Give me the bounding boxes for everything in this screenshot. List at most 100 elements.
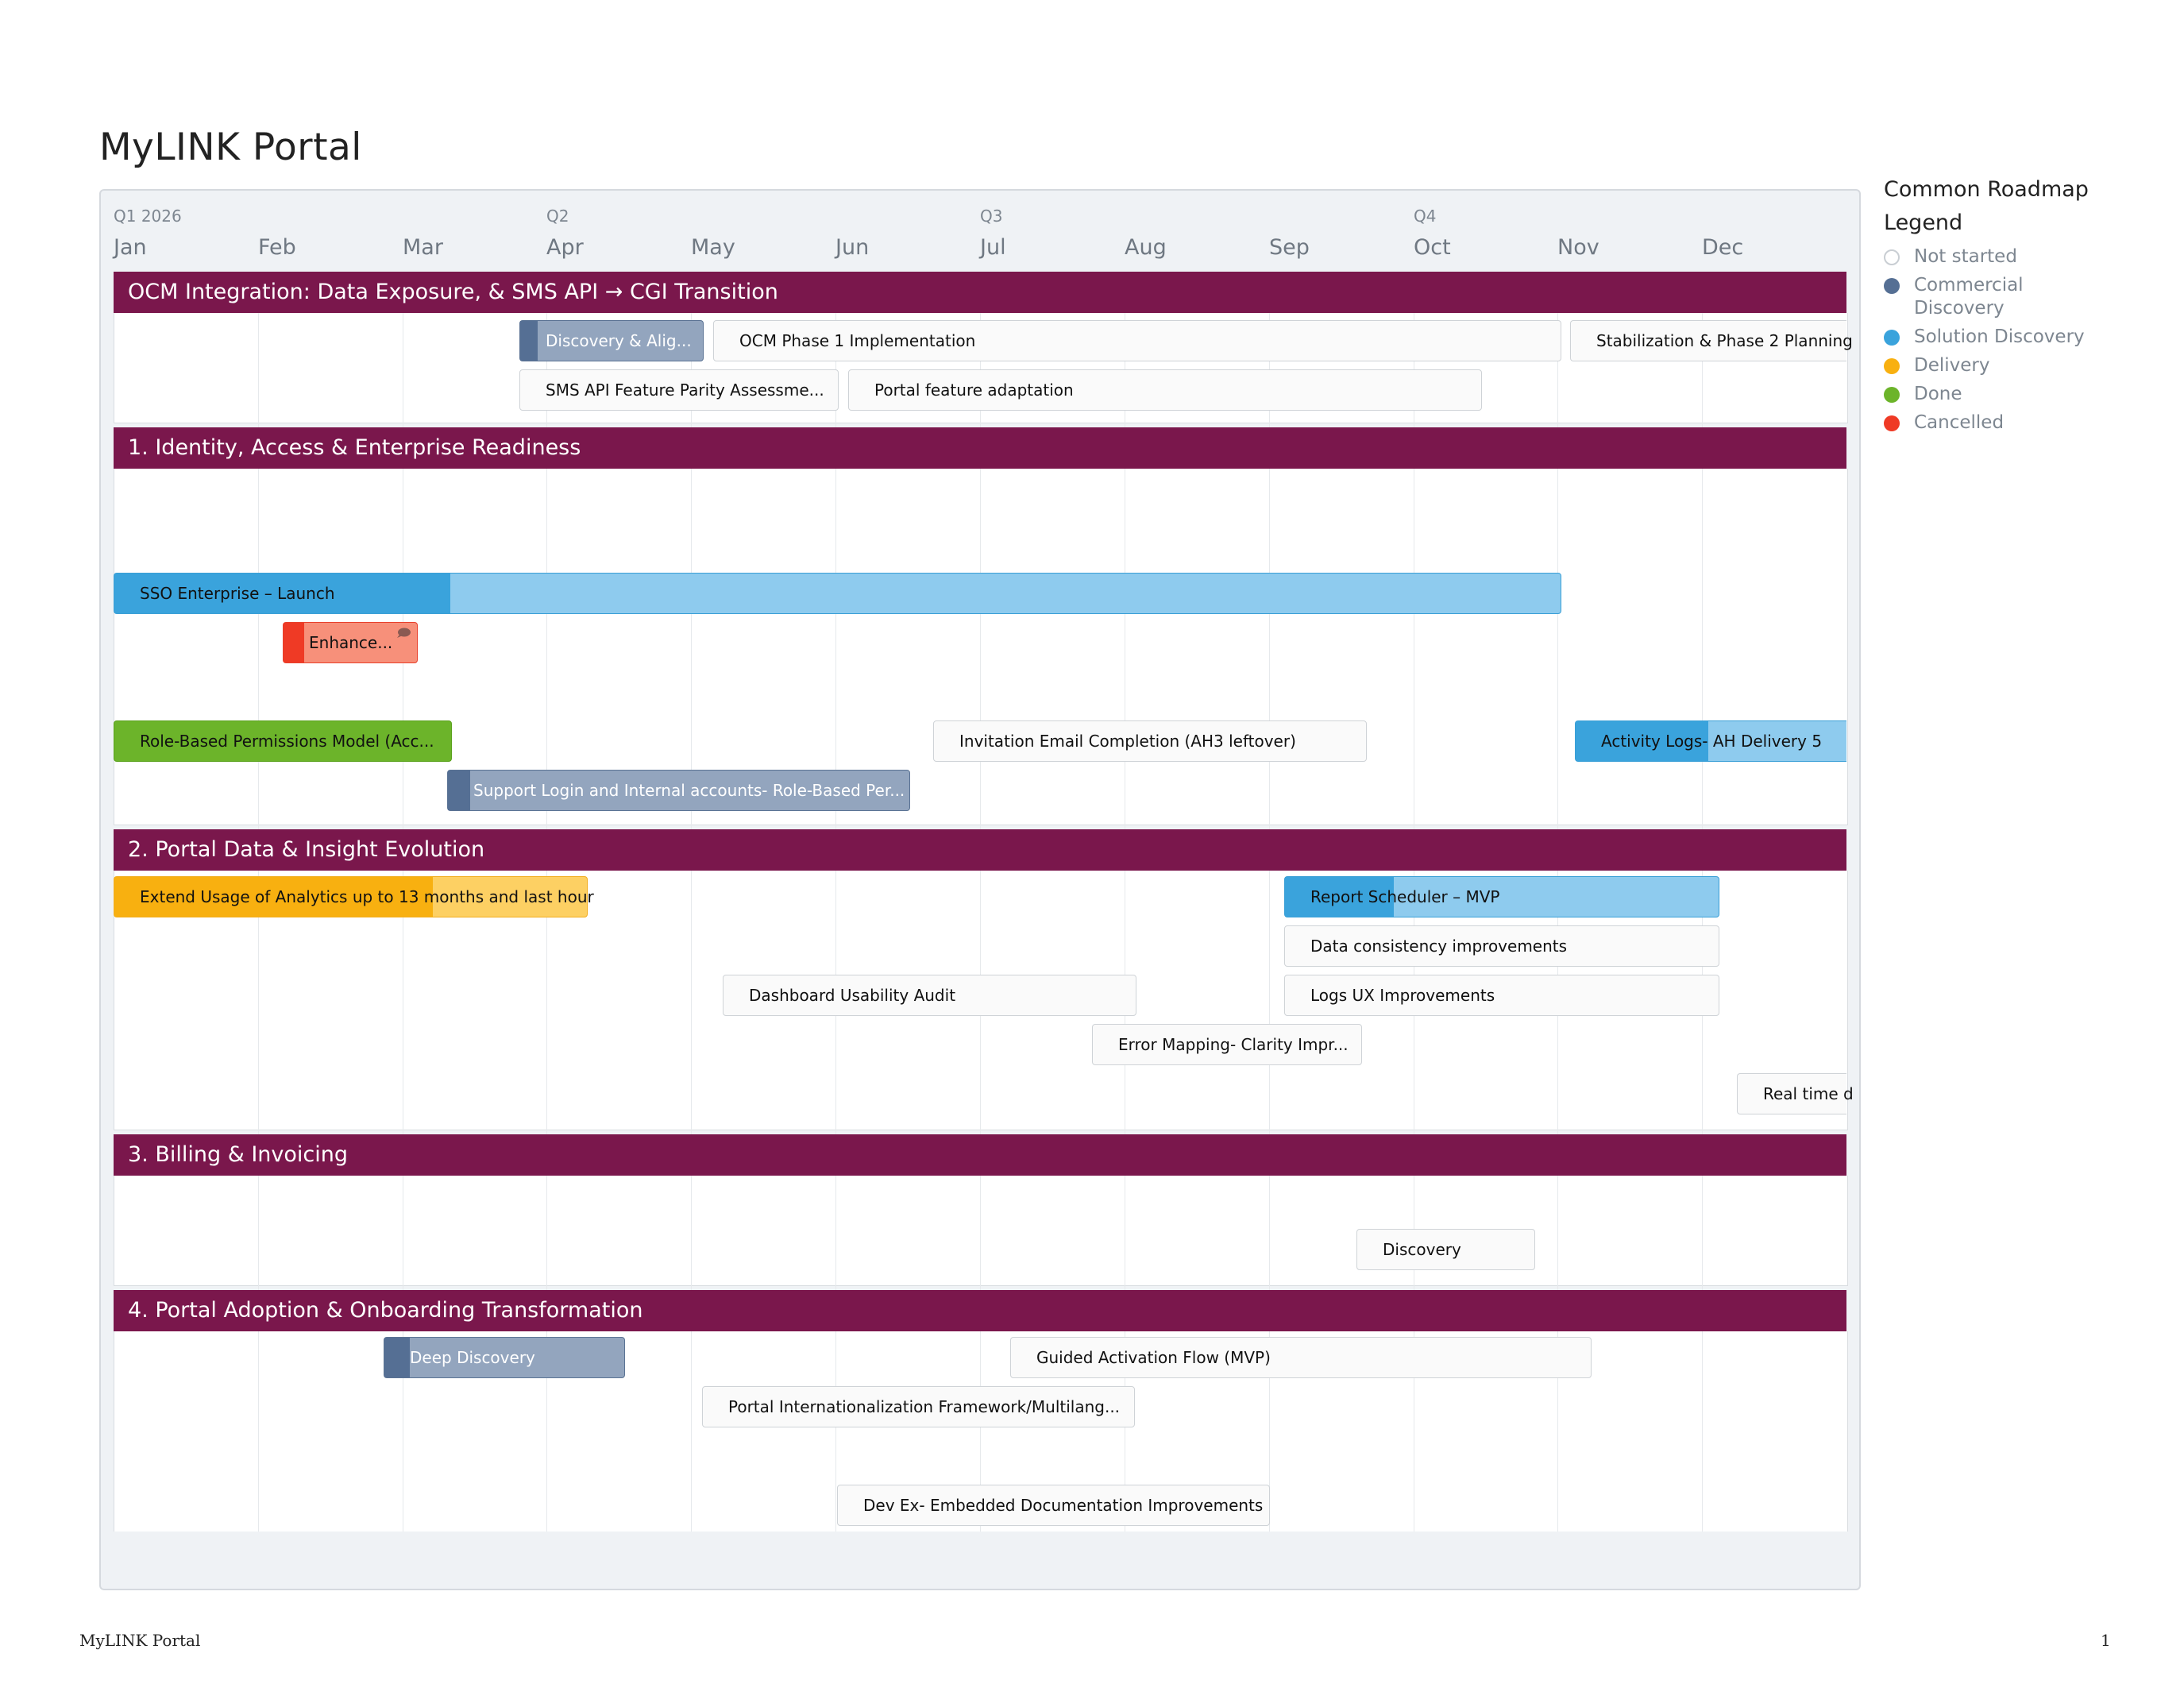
item-label: Role-Based Permissions Model (Acc... — [140, 732, 434, 751]
lane-body-billing — [114, 1176, 1848, 1286]
item-label: Deep Discovery — [410, 1348, 535, 1367]
item-label: Extend Usage of Analytics up to 13 month… — [140, 887, 594, 906]
status-fill — [114, 877, 433, 917]
gridline-feb — [258, 313, 259, 1532]
legend-title: Common Roadmap Legend — [1884, 177, 2089, 235]
item-label: Discovery — [1383, 1240, 1461, 1259]
status-fill — [448, 771, 470, 810]
roadmap-item-discovery-alignment[interactable]: Discovery & Alig... — [519, 320, 704, 361]
legend-label: Delivery — [1914, 355, 1990, 376]
quarter-label-q2: Q2 — [546, 207, 569, 226]
roadmap-item-activity-logs[interactable]: Activity Logs- AH Delivery 5 — [1575, 720, 1846, 762]
status-fill — [1576, 721, 1708, 761]
legend-item-not-started: Not started — [1884, 245, 2113, 268]
legend-item-delivery: Delivery — [1884, 354, 2113, 377]
gridline-jun — [835, 313, 836, 1532]
item-label: Logs UX Improvements — [1310, 986, 1495, 1005]
roadmap-item-support-login[interactable]: Support Login and Internal accounts- Rol… — [447, 770, 910, 811]
page-title: MyLINK Portal — [99, 126, 362, 169]
legend-label: Solution Discovery — [1914, 326, 2085, 347]
month-label-aug: Aug — [1125, 235, 1167, 260]
status-dot-icon — [1884, 387, 1900, 403]
item-label: Dashboard Usability Audit — [749, 986, 956, 1005]
legend-item-commercial-discovery: Commercial Discovery — [1884, 274, 2113, 320]
roadmap-item-extend-analytics[interactable]: Extend Usage of Analytics up to 13 month… — [114, 876, 594, 917]
gridline-jul — [980, 313, 981, 1532]
quarter-label-q1: Q1 2026 — [114, 207, 182, 226]
roadmap-item-deep-discovery[interactable]: Deep Discovery — [384, 1337, 625, 1378]
roadmap-item-portal-feature-adaptation[interactable]: Portal feature adaptation — [848, 369, 1482, 411]
roadmap-item-portal-i18n[interactable]: Portal Internationalization Framework/Mu… — [702, 1386, 1135, 1427]
item-label: Data consistency improvements — [1310, 937, 1568, 956]
roadmap-item-report-scheduler[interactable]: Report Scheduler – MVP — [1284, 876, 1719, 917]
item-label: Portal Internationalization Framework/Mu… — [728, 1397, 1121, 1416]
page-number: 1 — [2101, 1631, 2111, 1650]
roadmap-item-stabilization[interactable]: Stabilization & Phase 2 Planning — [1570, 320, 1853, 361]
item-label: Invitation Email Completion (AH3 leftove… — [959, 732, 1296, 751]
item-label: Support Login and Internal accounts- Rol… — [473, 781, 905, 800]
gridline-dec — [1702, 313, 1703, 1532]
gridline-apr — [546, 313, 547, 1532]
item-label: Real time d — [1763, 1084, 1854, 1103]
roadmap-item-guided-activation[interactable]: Guided Activation Flow (MVP) — [1010, 1337, 1592, 1378]
gridline-sep — [1269, 313, 1270, 1532]
status-dot-icon — [1884, 330, 1900, 346]
comment-icon[interactable] — [396, 628, 411, 639]
month-label-jan: Jan — [114, 235, 147, 260]
roadmap-item-billing-discovery[interactable]: Discovery — [1356, 1229, 1535, 1270]
item-label: Enhance... — [309, 633, 393, 652]
month-label-mar: Mar — [403, 235, 443, 260]
month-label-jul: Jul — [980, 235, 1006, 260]
roadmap-item-invitation-email[interactable]: Invitation Email Completion (AH3 leftove… — [933, 720, 1367, 762]
item-label: Stabilization & Phase 2 Planning — [1596, 331, 1853, 350]
month-label-sep: Sep — [1269, 235, 1310, 260]
status-fill — [520, 321, 538, 361]
month-label-dec: Dec — [1702, 235, 1744, 260]
item-label: Guided Activation Flow (MVP) — [1036, 1348, 1271, 1367]
gridline-nov — [1557, 313, 1558, 1532]
status-dot-icon — [1884, 415, 1900, 431]
item-label: Dev Ex- Embedded Documentation Improveme… — [863, 1496, 1264, 1515]
item-label: Portal feature adaptation — [874, 380, 1074, 400]
roadmap-item-enhance[interactable]: Enhance... — [283, 622, 418, 663]
roadmap-item-dashboard-usability-audit[interactable]: Dashboard Usability Audit — [723, 975, 1136, 1016]
roadmap-item-sms-api-parity[interactable]: SMS API Feature Parity Assessme... — [519, 369, 839, 411]
legend-label: Done — [1914, 384, 1962, 404]
legend-item-solution-discovery: Solution Discovery — [1884, 326, 2113, 349]
legend-item-done: Done — [1884, 383, 2113, 406]
month-label-jun: Jun — [835, 235, 870, 260]
item-label: Error Mapping- Clarity Impr... — [1118, 1035, 1349, 1054]
status-dot-icon — [1884, 278, 1900, 294]
roadmap-item-dev-ex-docs[interactable]: Dev Ex- Embedded Documentation Improveme… — [837, 1485, 1270, 1526]
item-label: Discovery & Alig... — [546, 331, 692, 350]
footer-title: MyLINK Portal — [79, 1631, 201, 1650]
lane-header-adoption[interactable]: 4. Portal Adoption & Onboarding Transfor… — [114, 1290, 1846, 1331]
roadmap-item-ocm-phase-1[interactable]: OCM Phase 1 Implementation — [713, 320, 1561, 361]
roadmap-item-logs-ux[interactable]: Logs UX Improvements — [1284, 975, 1719, 1016]
lane-header-data-insight[interactable]: 2. Portal Data & Insight Evolution — [114, 829, 1846, 871]
lane-header-ocm[interactable]: OCM Integration: Data Exposure, & SMS AP… — [114, 272, 1846, 313]
status-fill — [284, 623, 304, 662]
roadmap-item-role-based-permissions[interactable]: Role-Based Permissions Model (Acc... — [114, 720, 452, 762]
month-label-apr: Apr — [546, 235, 584, 260]
roadmap-item-data-consistency[interactable]: Data consistency improvements — [1284, 925, 1719, 967]
lane-header-billing[interactable]: 3. Billing & Invoicing — [114, 1134, 1846, 1176]
roadmap-item-sso-enterprise[interactable]: SSO Enterprise – Launch — [114, 573, 1561, 614]
legend-label: Cancelled — [1914, 412, 2005, 433]
lane-header-identity[interactable]: 1. Identity, Access & Enterprise Readine… — [114, 427, 1846, 469]
roadmap-item-error-mapping[interactable]: Error Mapping- Clarity Impr... — [1092, 1024, 1362, 1065]
roadmap-item-real-time-data[interactable]: Real time d — [1737, 1073, 1854, 1114]
legend-label: Commercial Discovery — [1914, 275, 2024, 319]
gridline-may — [691, 313, 692, 1532]
month-label-oct: Oct — [1414, 235, 1451, 260]
item-label: SSO Enterprise – Launch — [140, 584, 335, 603]
item-label: OCM Phase 1 Implementation — [739, 331, 976, 350]
roadmap-board: Q1 2026 Q2 Q3 Q4 Jan Feb Mar Apr May Jun… — [99, 189, 1861, 1590]
legend: Common Roadmap Legend Not started Commer… — [1884, 173, 2114, 435]
month-label-feb: Feb — [258, 235, 296, 260]
legend-label: Not started — [1914, 246, 2017, 267]
month-label-may: May — [691, 235, 735, 260]
quarter-label-q4: Q4 — [1414, 207, 1437, 226]
item-label: SMS API Feature Parity Assessme... — [546, 380, 824, 400]
item-label: Report Scheduler – MVP — [1310, 887, 1500, 906]
